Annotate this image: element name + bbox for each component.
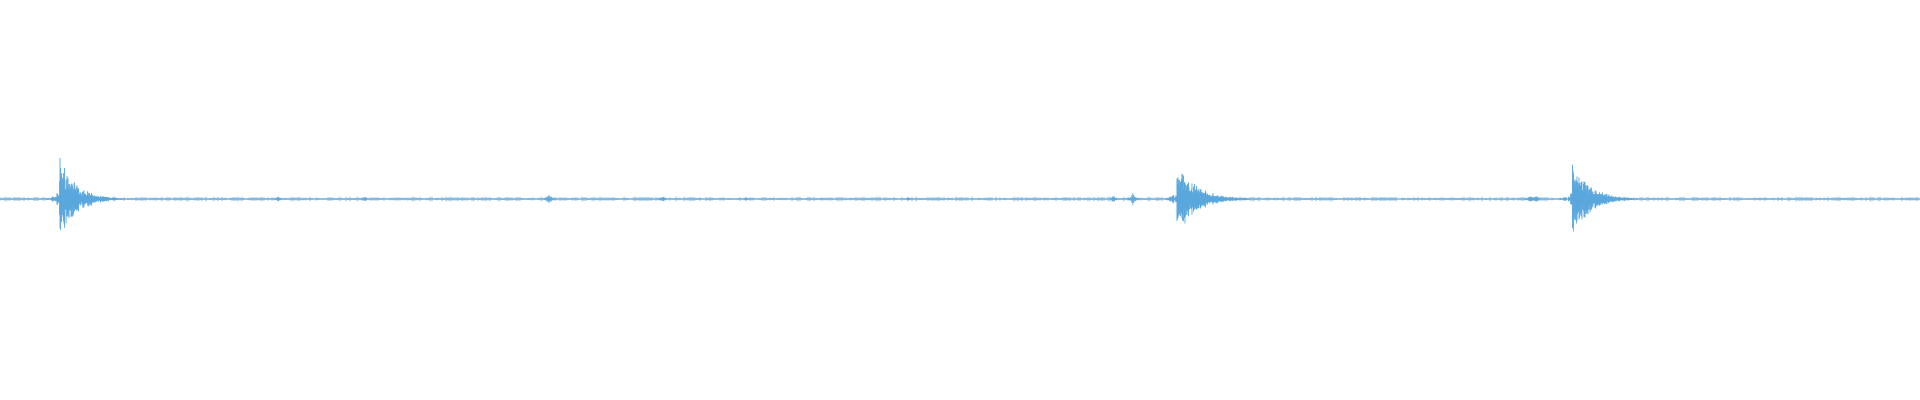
waveform-burst-0 [41, 157, 152, 231]
waveform-blip-7 [1126, 192, 1140, 206]
waveform-blip-0 [271, 196, 285, 202]
waveform-blip-5 [901, 197, 915, 201]
waveform-burst-1 [1158, 173, 1285, 224]
waveform-blip-3 [655, 196, 669, 202]
waveform-blip-6 [1107, 196, 1121, 202]
waveform-blip-4 [740, 197, 754, 201]
waveform-marks [0, 157, 1919, 232]
waveform-blip-1 [358, 197, 372, 201]
waveform-blip-9 [1529, 196, 1543, 202]
waveform-burst-2 [1554, 164, 1665, 232]
waveform-blip-2 [542, 195, 556, 203]
